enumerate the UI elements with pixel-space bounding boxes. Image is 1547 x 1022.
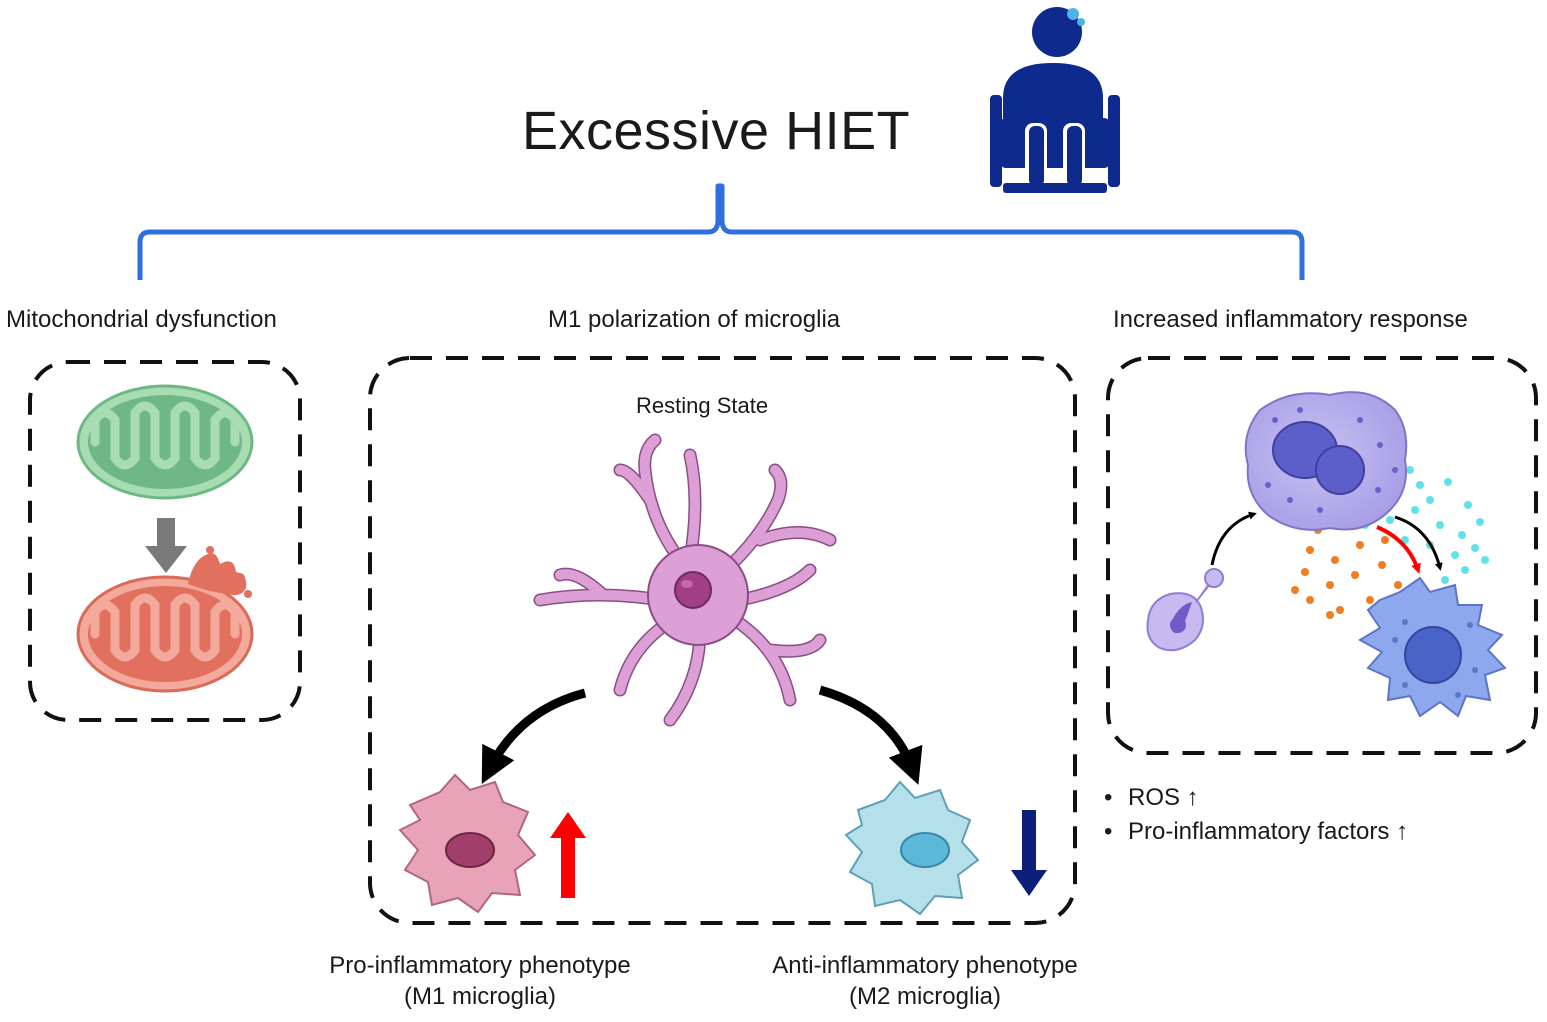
bullet-item: • Pro-inflammatory factors ↑ — [1104, 818, 1408, 846]
dendritic-cell-icon — [1357, 576, 1507, 718]
m1-phenotype-label: Pro-inflammatory phenotype (M1 microglia… — [290, 950, 670, 1012]
arrow-black-release — [1394, 515, 1443, 571]
monocyte-icon — [1146, 568, 1224, 652]
arrow-to-m2 — [818, 685, 923, 785]
section-label-microglia: M1 polarization of microglia — [548, 306, 841, 333]
branch-bracket — [137, 183, 1305, 280]
m2-phenotype-line2: (M2 microglia) — [848, 983, 1001, 1010]
microglia-m2-icon — [844, 780, 980, 916]
bullet-text: Pro-inflammatory factors ↑ — [1128, 818, 1409, 845]
arrow-monocyte-to-macrophage — [1210, 511, 1257, 566]
microglia-resting-icon — [533, 433, 837, 727]
middle-panel-box — [368, 356, 1077, 925]
bullet-text: ROS ↑ — [1128, 784, 1199, 811]
microglia-m1-icon — [398, 773, 537, 914]
mitochondrion-damaged-icon — [76, 546, 254, 693]
bullet-icon: • — [1104, 784, 1113, 811]
degradation-arrow — [145, 518, 187, 573]
m2-phenotype-label: Anti-inflammatory phenotype (M2 microgli… — [735, 950, 1115, 1012]
wheelchair-person-icon — [990, 7, 1120, 193]
m1-phenotype-line2: (M1 microglia) — [403, 983, 556, 1010]
bullet-item: • ROS ↑ — [1104, 784, 1199, 812]
resting-state-label: Resting State — [636, 393, 769, 418]
m1-phenotype-line1: Pro-inflammatory phenotype — [329, 952, 631, 979]
section-label-mitochondrial: Mitochondrial dysfunction — [6, 306, 277, 333]
arrow-red-release — [1376, 525, 1421, 574]
macrophage-icon — [1244, 391, 1408, 531]
left-panel-box — [28, 360, 302, 722]
bullet-icon: • — [1104, 818, 1113, 845]
section-label-inflammatory: Increased inflammatory response — [1113, 306, 1468, 333]
page-title: Excessive HIET — [522, 101, 911, 161]
mitochondrion-healthy-icon — [76, 384, 254, 500]
m2-phenotype-line1: Anti-inflammatory phenotype — [772, 952, 1078, 979]
increase-arrow — [550, 812, 586, 898]
arrow-to-m1 — [481, 688, 587, 784]
decrease-arrow — [1011, 810, 1047, 896]
